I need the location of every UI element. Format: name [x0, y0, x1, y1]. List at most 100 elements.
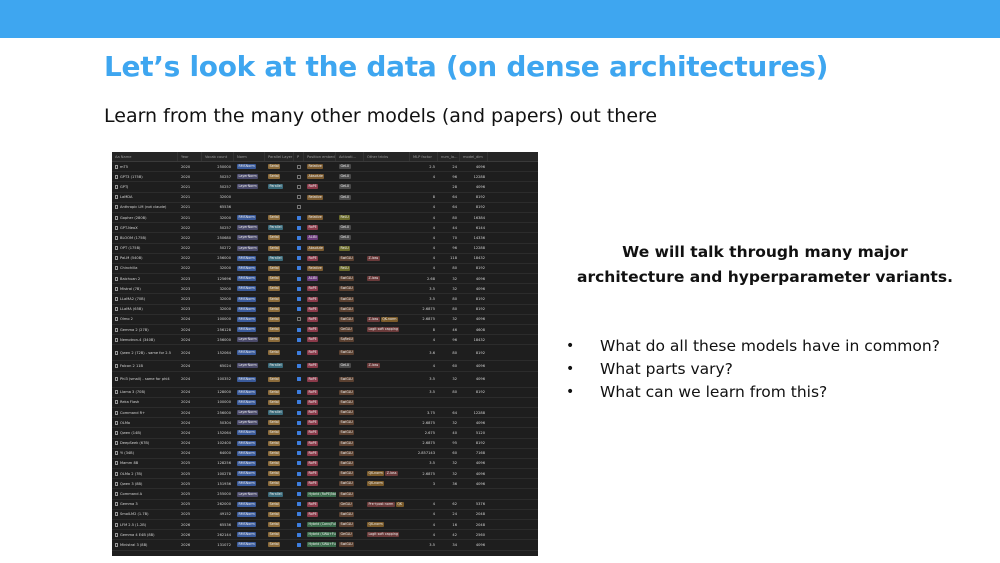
position-embed-cell: RoPE	[304, 428, 336, 437]
vocab-cell: 50304	[219, 420, 231, 425]
page-icon	[115, 266, 118, 271]
year-cell: 2025	[181, 461, 191, 466]
callout-text: We will talk through many major architec…	[560, 240, 970, 290]
position-embed-cell: RoPE	[304, 449, 336, 458]
checkbox-cell	[294, 203, 304, 212]
page-icon	[115, 363, 118, 368]
num-layers-cell: 80	[452, 266, 457, 271]
parallel-cell: Parallel	[265, 361, 294, 370]
num-layers-cell: 44	[452, 225, 457, 230]
model-dim-cell: 8192	[475, 195, 485, 200]
model-name-cell: LaMDA	[112, 193, 178, 202]
column-header: model_dim	[460, 152, 488, 161]
cell-tag: Serial	[268, 215, 281, 221]
checkbox	[297, 441, 301, 446]
model-dim-cell: 4096	[475, 542, 485, 547]
checkbox	[297, 471, 301, 476]
parallel-cell: Serial	[265, 449, 294, 458]
vocab-cell: 50257	[219, 225, 231, 230]
model-name: LLaMA2 (70B)	[120, 297, 146, 302]
model-name: Qwen (14B)	[120, 430, 142, 435]
num-layers-cell: 34	[452, 542, 457, 547]
model-name-cell: DeepSeek (67B)	[112, 439, 178, 448]
checkbox-cell	[294, 479, 304, 488]
other-tricks-cell	[364, 305, 410, 314]
mlp-factor-cell	[410, 182, 438, 191]
checkbox	[297, 307, 301, 312]
other-tricks-cell: QK-norm	[364, 479, 410, 488]
cell-tag: Serial	[268, 286, 281, 292]
other-tricks-cell	[364, 162, 410, 171]
cell-tag: Serial	[268, 316, 281, 322]
year-cell: 2024	[181, 317, 191, 322]
mlp-factor-cell: 3.5	[429, 297, 435, 302]
checkbox	[297, 430, 301, 435]
position-embed-cell: Absolute	[304, 244, 336, 253]
checkbox-cell	[294, 284, 304, 293]
num-layers-cell: 32	[452, 317, 457, 322]
activation-cell: SwiGLU	[336, 439, 364, 448]
vocab-cell: 250000	[217, 164, 231, 169]
parallel-cell: Serial	[265, 213, 294, 222]
model-name: Phi3 (small) - same for phi4	[120, 377, 170, 382]
norm-cell: RMSNorm	[234, 213, 265, 222]
column-header: Position embed...	[304, 152, 336, 161]
cell-tag: RoPE	[307, 306, 319, 312]
checkbox-cell	[294, 182, 304, 191]
parallel-cell: Serial	[265, 162, 294, 171]
position-embed-cell: RoPE	[304, 335, 336, 344]
num-layers-cell: 32	[452, 420, 457, 425]
cell-tag: SwiGLU	[339, 389, 355, 395]
page-icon	[115, 215, 118, 220]
cell-tag: Z-loss	[367, 363, 380, 369]
model-name-cell: Qwen 2 (72B) - same for 2.5	[112, 345, 178, 360]
mlp-factor-cell: 2.857143	[417, 451, 435, 456]
model-dim-cell: 5376	[475, 502, 485, 507]
checkbox-cell	[294, 469, 304, 478]
position-embed-cell: Hybrid (Conv/Full)	[304, 520, 336, 529]
activation-cell: SwiGLU	[336, 449, 364, 458]
cell-tag: Serial	[268, 235, 281, 241]
activation-cell: SwiGLU	[336, 398, 364, 407]
model-dim-cell: 4096	[475, 184, 485, 189]
model-name-cell: OPT (175B)	[112, 244, 178, 253]
cell-tag: Parallel	[268, 491, 284, 497]
checkbox	[297, 522, 301, 527]
model-dim-cell: 12288	[473, 246, 485, 251]
cell-tag: RMSNorm	[237, 265, 257, 271]
model-dim-cell: 18432	[473, 256, 485, 261]
cell-tag: Serial	[268, 164, 281, 170]
page-icon	[115, 451, 118, 456]
cell-tag: SwiGLU	[339, 350, 355, 356]
checkbox-cell	[294, 162, 304, 171]
cell-tag: RoPE	[307, 296, 319, 302]
num-layers-cell: 70	[452, 235, 457, 240]
checkbox-cell	[294, 540, 304, 549]
column-header: Norm	[234, 152, 265, 161]
model-dim-cell: 2048	[475, 512, 485, 517]
checkbox-cell	[294, 193, 304, 202]
num-layers-cell: 80	[452, 307, 457, 312]
vocab-cell: 32000	[219, 286, 231, 291]
num-layers-cell: 32	[452, 471, 457, 476]
year-cell: 2023	[181, 286, 191, 291]
page-icon	[115, 337, 118, 342]
norm-cell: LayerNorm	[234, 233, 265, 242]
norm-cell: RMSNorm	[234, 510, 265, 519]
num-layers-cell: 32	[452, 377, 457, 382]
model-dim-cell: 6144	[475, 225, 485, 230]
parallel-cell: Serial	[265, 345, 294, 360]
cell-tag: Pre+post norm	[367, 501, 395, 507]
vocab-cell: 256000	[217, 337, 231, 342]
other-tricks-cell	[364, 294, 410, 303]
other-tricks-cell	[364, 223, 410, 232]
cell-tag: RMSNorm	[237, 532, 257, 538]
page-icon	[115, 307, 118, 312]
year-cell: 2022	[181, 235, 191, 240]
model-name: Olmo 2	[120, 317, 133, 322]
checkbox-cell	[294, 439, 304, 448]
